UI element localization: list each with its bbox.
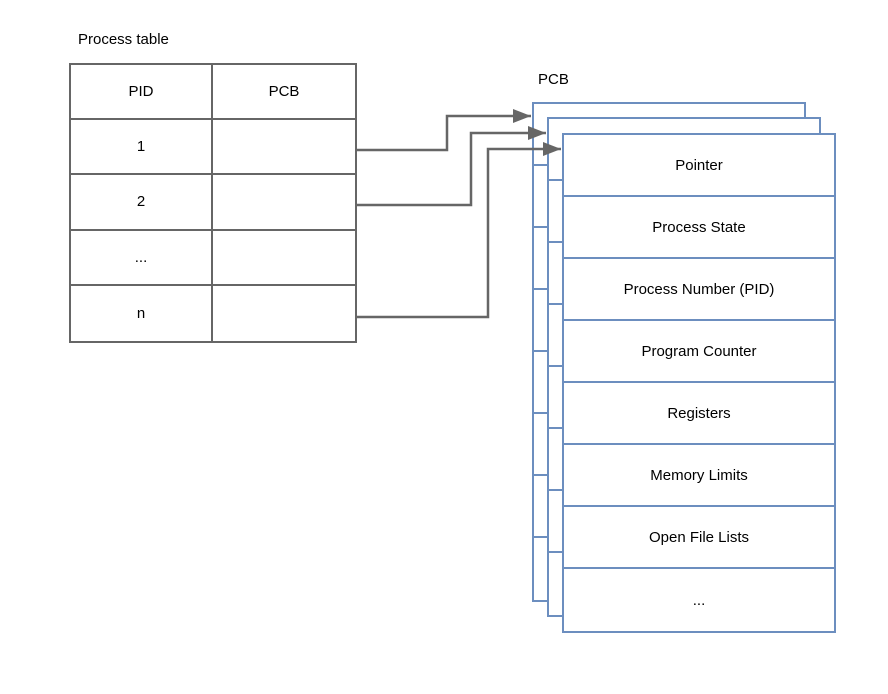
- process-table: PID PCB 1 2 ... n: [69, 63, 357, 343]
- process-table-row-pcb-1: [213, 120, 355, 176]
- process-table-row-pcb-n: [213, 286, 355, 341]
- pcb-field-program-counter: Program Counter: [564, 321, 834, 383]
- arrow-row2-to-pcb: [357, 126, 546, 207]
- pcb-field-open-file-lists: Open File Lists: [564, 507, 834, 569]
- process-table-row-pid-ellipsis: ...: [71, 230, 213, 286]
- process-table-row-pid-2: 2: [71, 175, 213, 231]
- pcb-field-ellipsis: ...: [692, 591, 706, 609]
- pcb-field-memory-limits: Memory Limits: [564, 445, 834, 507]
- arrow-rown-to-pcb: [357, 142, 561, 319]
- pcb-block: Pointer Process State Process Number (PI…: [562, 133, 836, 633]
- process-table-row-pid-n: n: [71, 285, 213, 341]
- process-table-row-pcb-ellipsis: [213, 231, 355, 286]
- process-table-header-pid: PID: [71, 65, 213, 121]
- arrow-row1-to-pcb: [357, 109, 531, 152]
- pcb-field-pointer: Pointer: [564, 135, 834, 197]
- process-table-row-pid-1: 1: [71, 120, 213, 176]
- process-table-row-pcb-2: [213, 175, 355, 231]
- pcb-field-process-number: Process Number (PID): [564, 259, 834, 321]
- pcb-stack-title: PCB: [538, 71, 569, 88]
- pcb-field-registers: Registers: [564, 383, 834, 445]
- process-table-header-pcb: PCB: [213, 65, 355, 121]
- pcb-field-process-state: Process State: [564, 197, 834, 259]
- process-table-title: Process table: [78, 31, 169, 48]
